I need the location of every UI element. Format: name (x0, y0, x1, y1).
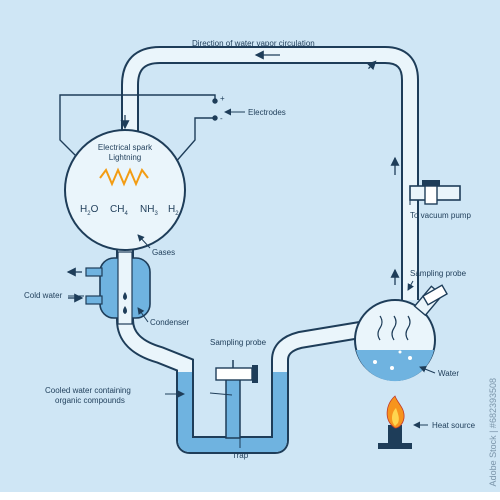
condenser (85, 251, 151, 325)
electrodes-label: Electrodes (248, 108, 286, 117)
lower-tube (116, 235, 362, 454)
molecule-3: H2 (168, 204, 179, 217)
vacuum-pump-label: To vacuum pump (410, 211, 471, 220)
trap-sampling-probe (215, 365, 258, 383)
lightning-label: Lightning (109, 153, 141, 162)
condenser-label: Condenser (150, 318, 189, 327)
molecule-0: H2O (80, 204, 99, 217)
stock-watermark: Adobe Stock | #682393508 (488, 377, 498, 486)
trap-label: Trap (232, 451, 249, 460)
spark-label: Electrical spark (98, 143, 153, 152)
water-label: Water (438, 369, 459, 378)
organic-compounds-label: organic compounds (55, 396, 125, 405)
plus-label: + (220, 94, 225, 103)
spark-icon (99, 167, 149, 187)
flask-probe-label: Sampling probe (410, 269, 467, 278)
leader-lines (68, 108, 436, 448)
boiling-flask (354, 284, 448, 382)
direction-label: Direction of water vapor circulation (192, 39, 315, 48)
gas-molecules: H2O CH4 NH3 H2 (80, 204, 179, 217)
electrode-wires (59, 94, 218, 181)
heat-source (378, 395, 412, 449)
stock-bar (0, 492, 500, 500)
spark-chamber (64, 129, 186, 251)
cold-water-label: Cold water (24, 291, 63, 300)
trap-probe-label: Sampling probe (210, 338, 267, 347)
gases-label: Gases (152, 248, 175, 257)
molecule-1: CH4 (110, 204, 128, 217)
heat-source-label: Heat source (432, 421, 476, 430)
vacuum-pump-arm (409, 180, 461, 205)
cooled-water-label: Cooled water containing (45, 386, 131, 395)
minus-label: - (220, 114, 223, 123)
molecule-2: NH3 (140, 204, 158, 217)
flow-arrows (66, 50, 400, 303)
